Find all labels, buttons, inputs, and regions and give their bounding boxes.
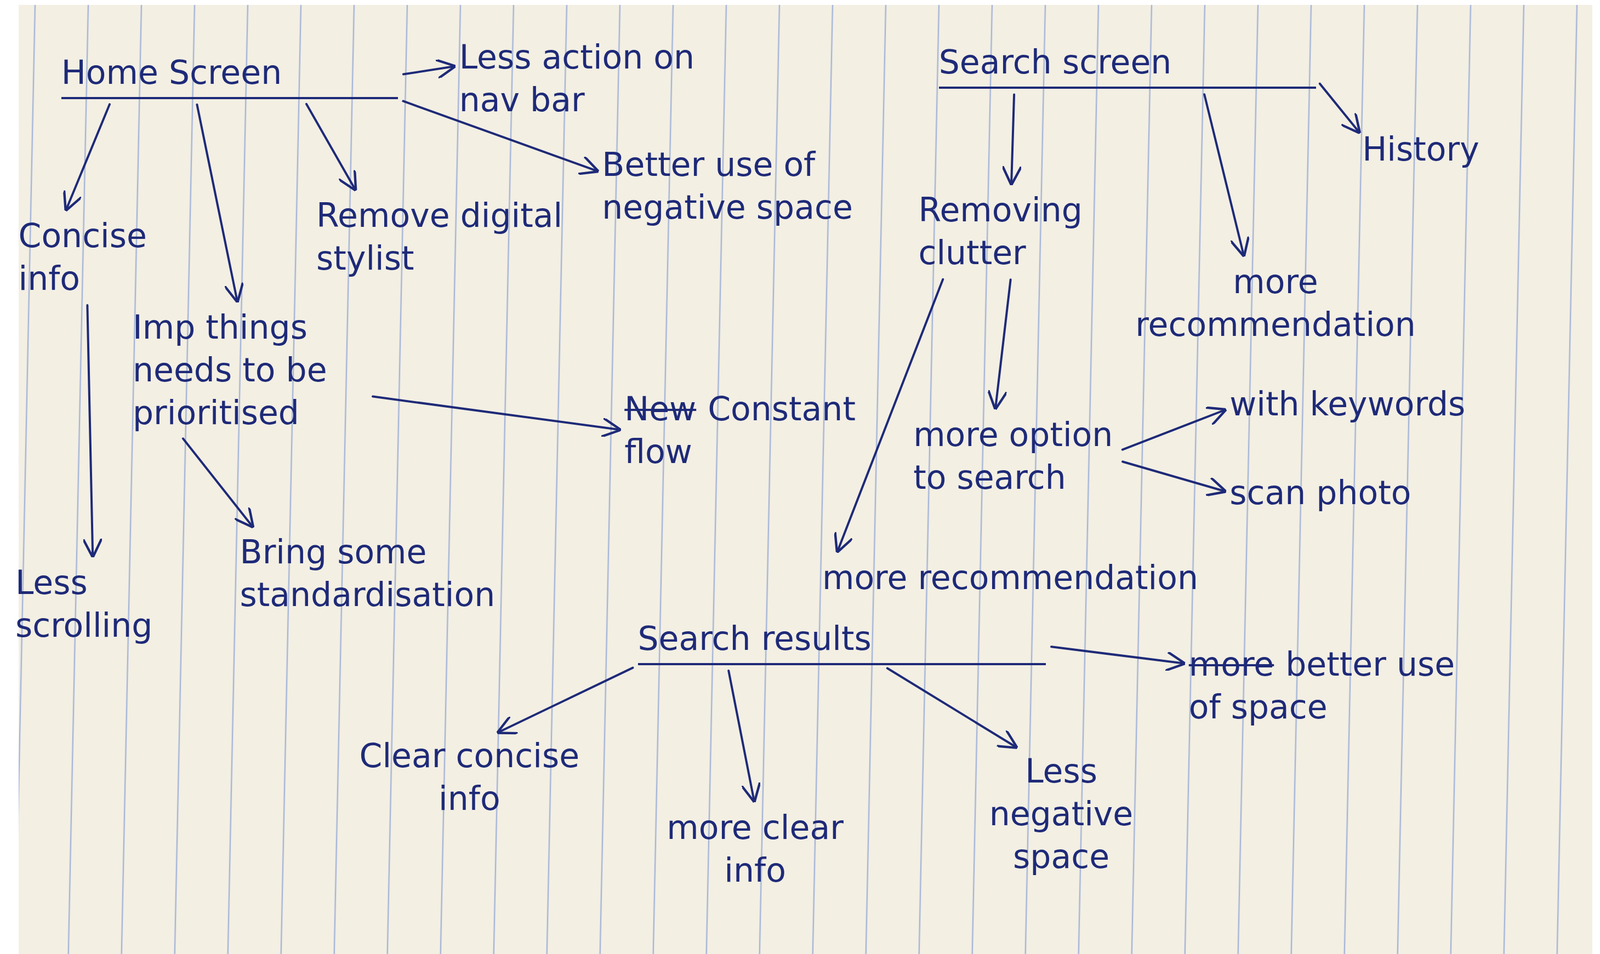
idea-note: more clear info <box>652 806 857 892</box>
note-text: Removing clutter <box>918 190 1083 272</box>
idea-note: Better use of negative space <box>601 143 898 229</box>
note-text: with keywords <box>1229 384 1466 424</box>
struck-text: more <box>1188 645 1274 684</box>
arrow-connector <box>87 305 93 556</box>
idea-note: NewConstant flow <box>624 387 870 474</box>
arrow-connector <box>1122 462 1225 492</box>
note-text: more clear info <box>666 808 844 890</box>
idea-note: Clear concise info <box>346 734 592 821</box>
note-text: more recommendation <box>1135 262 1416 344</box>
arrow-connector <box>196 104 237 301</box>
struck-text: New <box>624 389 697 429</box>
note-text: Less action on nav bar <box>459 37 695 119</box>
arrow-connector <box>1051 646 1184 664</box>
arrow-connector <box>403 66 454 74</box>
note-text: Better use of negative space <box>601 145 853 227</box>
idea-note: Bring some standardisation <box>239 530 556 617</box>
note-text: Bring some standardisation <box>239 532 495 614</box>
topic-heading: Search results <box>638 617 1047 666</box>
idea-note: more recommendation <box>816 556 1204 600</box>
note-text: Imp things needs to be prioritised <box>132 308 328 432</box>
note-text: Less negative space <box>989 752 1133 876</box>
arrow-connector <box>306 104 356 190</box>
arrow-connector <box>887 668 1016 748</box>
note-text: Concise info <box>18 216 147 298</box>
idea-note: Less negative space <box>959 749 1164 879</box>
idea-note: more recommendation <box>1122 260 1429 346</box>
idea-note: with keywords <box>1229 382 1577 426</box>
idea-note: History <box>1362 127 1567 171</box>
note-text: Search results <box>638 619 872 658</box>
idea-note: Concise info <box>18 214 172 300</box>
idea-note: more option to search <box>913 413 1118 499</box>
idea-note: Removing clutter <box>918 188 1184 275</box>
note-text: Home Screen <box>61 53 283 92</box>
idea-note: scan photo <box>1229 471 1495 515</box>
note-text: Less scrolling <box>15 563 153 645</box>
ruled-lines-fill <box>18 4 1593 954</box>
note-text: more option to search <box>913 415 1113 497</box>
idea-note: Less scrolling <box>15 561 210 647</box>
idea-note: Remove digital stylist <box>316 194 592 280</box>
arrow-connector <box>372 396 619 430</box>
note-text: Clear concise info <box>359 736 580 818</box>
note-text: History <box>1362 129 1479 169</box>
idea-note: Less action on nav bar <box>459 35 766 122</box>
arrow-connector <box>1204 94 1244 255</box>
note-text: more recommendation <box>822 558 1199 597</box>
arrow-connector <box>498 668 633 733</box>
topic-heading: Search screen <box>938 40 1317 89</box>
arrow-connector <box>728 670 754 801</box>
arrow-connector <box>1122 410 1225 451</box>
idea-note: morebetter use of space <box>1188 642 1495 729</box>
note-text: scan photo <box>1229 473 1411 512</box>
note-text: Remove digital stylist <box>316 196 563 278</box>
arrow-connector <box>183 438 253 527</box>
topic-heading: Home Screen <box>61 50 398 100</box>
idea-note: Imp things needs to be prioritised <box>132 305 368 435</box>
note-text: Search screen <box>938 42 1172 82</box>
arrow-connector <box>1319 83 1359 133</box>
arrow-connector <box>66 104 110 209</box>
arrow-connector <box>995 279 1011 408</box>
arrow-connector <box>1011 94 1015 184</box>
